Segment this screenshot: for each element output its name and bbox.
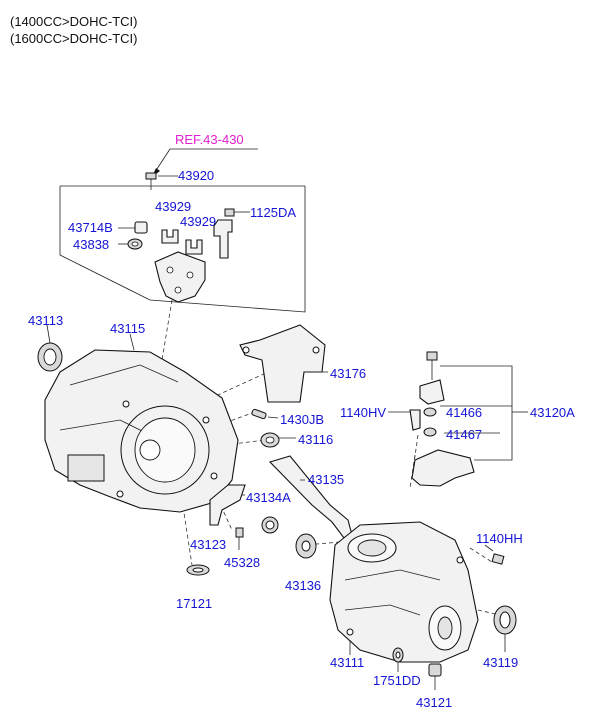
part-label-1751DD[interactable]: 1751DD	[373, 673, 421, 688]
part-label-43116[interactable]: 43116	[298, 432, 334, 447]
part-label-43120A[interactable]: 43120A	[530, 405, 575, 420]
part-label-45328[interactable]: 45328	[224, 555, 261, 570]
washer-43136	[295, 533, 317, 559]
clip-43929-right	[185, 239, 203, 255]
clip-43929-left	[161, 229, 179, 244]
part-label-43123[interactable]: 43123	[190, 537, 227, 552]
bracket-43120A	[388, 351, 528, 487]
oil-seal-43113	[37, 324, 63, 372]
bolt-43920	[145, 172, 178, 190]
part-label-43714B[interactable]: 43714B	[68, 220, 113, 235]
part-label-43920[interactable]: 43920	[178, 168, 215, 183]
engine-spec-line-2: (1600CC>DOHC-TCI)	[10, 31, 138, 46]
part-label-41466[interactable]: 41466	[446, 405, 483, 420]
part-label-1125DA[interactable]: 1125DA	[250, 205, 297, 220]
part-label-1430JB[interactable]: 1430JB	[280, 412, 325, 427]
ring-1751DD	[392, 647, 404, 672]
part-label-43838[interactable]: 43838	[73, 237, 110, 252]
part-label-43115[interactable]: 43115	[110, 321, 146, 336]
lever-43134A	[209, 484, 279, 534]
mounting-bracket	[154, 251, 206, 303]
part-label-43176[interactable]: 43176	[330, 366, 367, 381]
part-label-43113[interactable]: 43113	[28, 313, 64, 328]
part-label-43929-left[interactable]: 43929	[155, 199, 192, 214]
pin-1430JB	[251, 408, 279, 420]
bolt-1140HH	[484, 544, 505, 565]
bolt-1125DA	[213, 208, 250, 259]
part-label-41467[interactable]: 41467	[446, 427, 483, 442]
bolt-45328	[235, 527, 244, 550]
part-label-43111[interactable]: 43111	[330, 655, 365, 670]
engine-spec-line-1: (1400CC>DOHC-TCI)	[10, 14, 138, 29]
transmission-case-43111	[329, 521, 479, 663]
part-label-17121[interactable]: 17121	[176, 596, 213, 611]
part-label-43119[interactable]: 43119	[483, 655, 519, 670]
washer-43838	[118, 238, 143, 250]
nut-43714B	[118, 221, 148, 234]
part-label-43929-right[interactable]: 43929	[180, 214, 217, 229]
part-label-43121[interactable]: 43121	[416, 695, 453, 710]
part-label-1140HH[interactable]: 1140HH	[476, 531, 523, 546]
part-label-1140HV[interactable]: 1140HV	[340, 405, 387, 420]
part-label-43135[interactable]: 43135	[308, 472, 345, 487]
oil-seal-43119	[493, 605, 517, 652]
plug-43121	[428, 663, 442, 690]
part-label-43134A[interactable]: 43134A	[246, 490, 291, 505]
washer-43116	[260, 432, 296, 448]
seal-17121	[186, 564, 210, 576]
part-label-43136[interactable]: 43136	[285, 578, 322, 593]
ref-43-430-label[interactable]: REF.43-430	[175, 132, 244, 147]
clutch-housing-43115	[44, 333, 239, 513]
bracket-subassembly-box	[59, 185, 306, 313]
bracket-43176	[239, 324, 328, 403]
